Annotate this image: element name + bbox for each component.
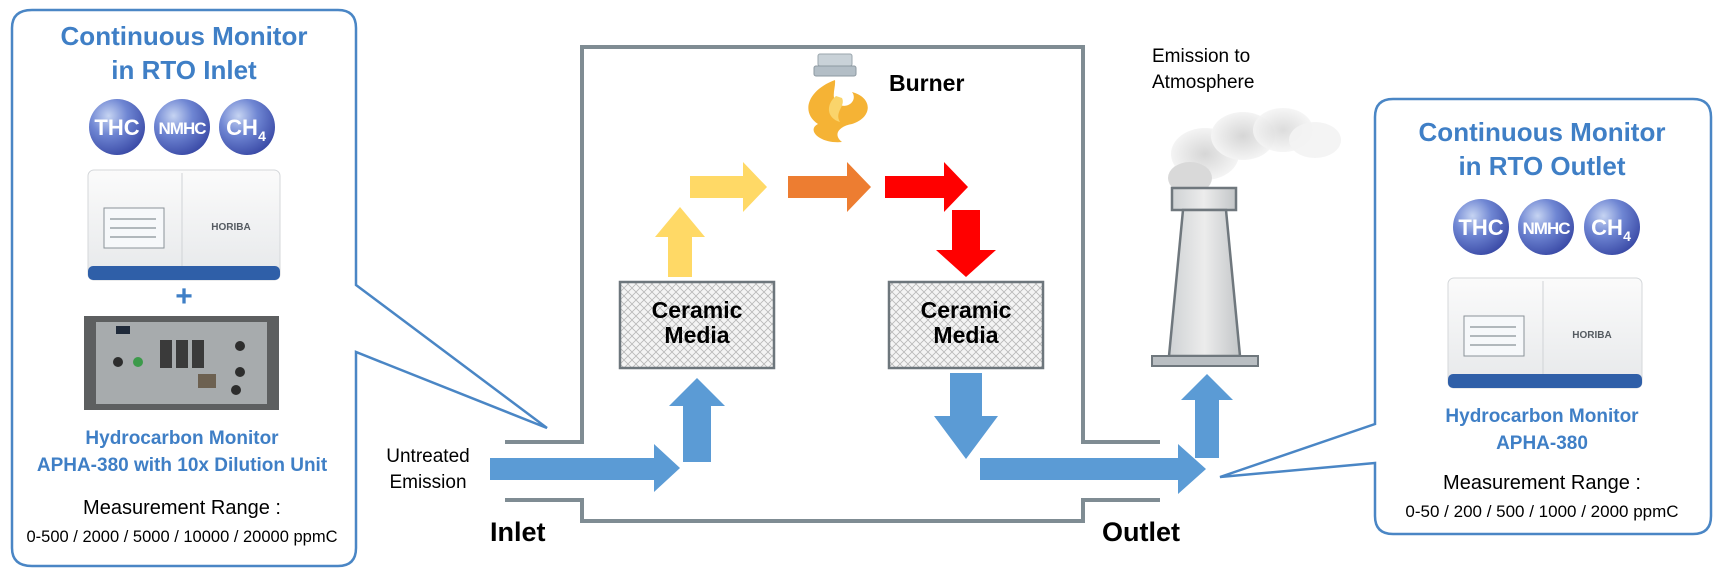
left-monitor-name-line1: Hydrocarbon Monitor	[85, 428, 279, 449]
chimney-stack-icon	[1151, 108, 1341, 367]
ch4-badge-right: CH 4	[1584, 199, 1640, 255]
untreated-emission-line1: Untreated	[386, 446, 469, 467]
thc-badge: THC	[89, 99, 145, 155]
flow-arrow-inlet	[490, 444, 680, 492]
ceramic-media-right-line1: Ceramic	[921, 297, 1012, 323]
left-range-values: 0-500 / 2000 / 5000 / 10000 / 20000 ppmC	[27, 528, 338, 546]
left-monitor-name-line2: APHA-380 with 10x Dilution Unit	[37, 455, 328, 476]
left-callout-border	[10, 8, 548, 568]
burner-label: Burner	[889, 70, 964, 96]
thc-badge-right: THC	[1453, 199, 1509, 255]
nmhc-badge-right: NMHC	[1518, 199, 1574, 255]
nmhc-badge-right-label: NMHC	[1523, 219, 1571, 238]
flow-arrow-up-to-media	[669, 378, 725, 462]
ch4-badge: CH 4	[219, 99, 275, 155]
untreated-emission-line2: Emission	[389, 472, 466, 493]
right-range-values: 0-50 / 200 / 500 / 1000 / 2000 ppmC	[1405, 502, 1678, 521]
left-monitor-title-line2: in RTO Inlet	[111, 55, 257, 85]
left-monitor-title-line1: Continuous Monitor	[61, 21, 308, 51]
heat-arrow-red	[885, 162, 968, 212]
flow-arrow-to-stack	[1181, 374, 1233, 458]
outlet-label: Outlet	[1102, 517, 1180, 547]
dilution-unit-image	[84, 316, 279, 410]
right-analyzer-brand: HORIBA	[1572, 330, 1611, 341]
chamber-upper-wall	[505, 45, 1160, 444]
right-monitor-title-line2: in RTO Outlet	[1458, 151, 1625, 181]
right-range-label: Measurement Range :	[1443, 472, 1641, 494]
thc-badge-right-label: THC	[1458, 215, 1503, 240]
ch4-badge-right-subscript: 4	[1623, 228, 1631, 244]
emission-to-atmosphere-line2: Atmosphere	[1152, 72, 1254, 93]
rto-chamber	[505, 45, 1160, 523]
left-plus-sign: +	[175, 280, 193, 313]
ceramic-media-left: Ceramic Media	[618, 280, 776, 370]
heat-arrow-yellow	[690, 162, 767, 212]
flow-arrow-outlet	[980, 444, 1206, 494]
thc-badge-label: THC	[94, 115, 139, 140]
ceramic-media-right: Ceramic Media	[887, 280, 1045, 370]
burner-icon	[808, 53, 868, 143]
nmhc-badge-label: NMHC	[159, 119, 207, 138]
right-monitor-title-line1: Continuous Monitor	[1419, 117, 1666, 147]
emission-to-atmosphere-line1: Emission to	[1152, 46, 1250, 67]
ch4-badge-right-label: CH	[1591, 215, 1623, 240]
heat-arrow-orange	[788, 162, 871, 212]
ceramic-media-right-line2: Media	[933, 322, 998, 348]
ceramic-media-left-line2: Media	[664, 322, 729, 348]
nmhc-badge: NMHC	[154, 99, 210, 155]
left-analyzer-image: HORIBA	[87, 169, 281, 281]
chamber-lower-wall	[505, 498, 1160, 523]
right-monitor-name-line2: APHA-380	[1496, 433, 1588, 454]
flow-arrow-down-from-media	[934, 373, 998, 459]
left-range-label: Measurement Range :	[83, 497, 281, 519]
right-analyzer-image: HORIBA	[1447, 277, 1643, 389]
ceramic-media-left-line1: Ceramic	[652, 297, 743, 323]
ch4-badge-label: CH	[226, 115, 258, 140]
left-analyzer-brand: HORIBA	[211, 222, 250, 233]
right-monitor-callout: Continuous Monitor in RTO Outlet THC NMH…	[1219, 97, 1713, 536]
inlet-label: Inlet	[490, 517, 546, 547]
left-monitor-callout: Continuous Monitor in RTO Inlet THC NMHC…	[10, 8, 548, 568]
ch4-badge-subscript: 4	[258, 128, 266, 144]
heat-arrow-down	[936, 210, 996, 277]
heat-arrow-up	[655, 207, 705, 277]
right-monitor-name-line1: Hydrocarbon Monitor	[1445, 406, 1639, 427]
